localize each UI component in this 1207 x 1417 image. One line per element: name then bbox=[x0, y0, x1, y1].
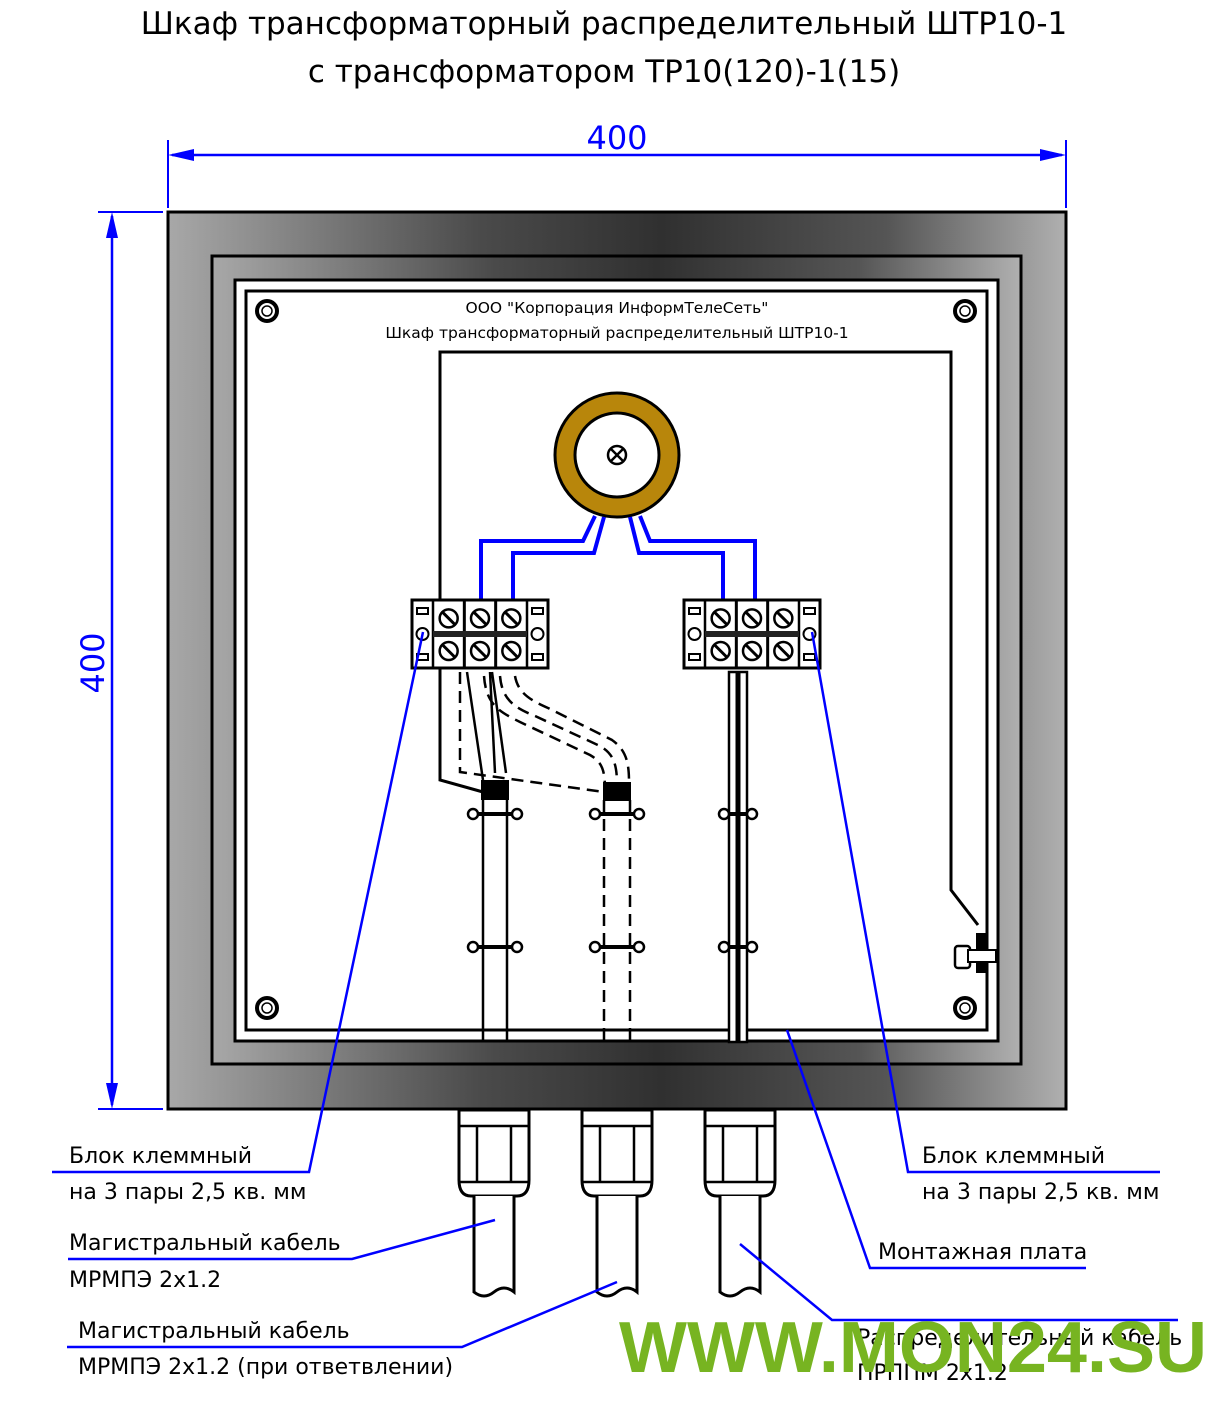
drawing-title-line1: Шкаф трансформаторный распределительный … bbox=[141, 6, 1068, 42]
callout-terminal-block-left-line1: Блок клеммный bbox=[69, 1144, 252, 1169]
terminal-screw-icon bbox=[438, 640, 459, 662]
cable-gland bbox=[580, 1108, 654, 1198]
terminal-screw-icon bbox=[501, 608, 522, 629]
mounting-screw-bottom-right bbox=[953, 996, 977, 1020]
cable-gland bbox=[457, 1108, 531, 1198]
callout-trunk-cable-branch-line1: Магистральный кабель bbox=[78, 1319, 350, 1344]
terminal-screw-icon bbox=[741, 640, 763, 662]
external-cable bbox=[595, 1196, 639, 1298]
trunk-cable-internal bbox=[465, 671, 509, 1040]
arrow-right-icon bbox=[1040, 149, 1066, 161]
terminal-screw-icon bbox=[710, 640, 731, 662]
watermark: WWW.MON24.SU bbox=[619, 1308, 1207, 1388]
terminal-screw-icon bbox=[469, 608, 491, 629]
ground-bolt bbox=[953, 933, 997, 973]
branch-cable-marker bbox=[603, 782, 631, 801]
external-cable bbox=[718, 1196, 762, 1298]
terminal-screw-icon bbox=[501, 640, 522, 662]
callout-trunk-cable-branch-line2: МРМПЭ 2х1.2 (при ответвлении) bbox=[78, 1355, 453, 1380]
callout-terminal-block-left-line2: на 3 пары 2,5 кв. мм bbox=[69, 1180, 306, 1205]
terminal-screw-icon bbox=[773, 640, 794, 662]
cable-gland bbox=[703, 1108, 777, 1198]
terminal-screw-icon bbox=[710, 608, 731, 629]
cable-clamp bbox=[717, 940, 759, 954]
mounting-screw-top-right bbox=[953, 299, 977, 323]
terminal-screw-icon bbox=[438, 608, 459, 629]
external-cable bbox=[472, 1196, 516, 1298]
drawing-title-line2: с трансформатором ТР10(120)-1(15) bbox=[308, 54, 900, 90]
plate-product: Шкаф трансформаторный распределительный … bbox=[385, 324, 848, 342]
cable-clamp bbox=[466, 940, 524, 954]
callout-distribution-cable-line2: ПРППМ 2х1.2 bbox=[857, 1361, 1008, 1386]
mounting-screw-bottom-left bbox=[255, 996, 279, 1020]
width-label: 400 bbox=[586, 119, 647, 157]
callout-distribution-cable-line1: Распределительный кабель bbox=[857, 1326, 1182, 1351]
width-dimension: 400 bbox=[167, 119, 1067, 208]
cable-clamps bbox=[466, 807, 759, 954]
plate-company: ООО "Корпорация ИнформТелеСеть" bbox=[466, 299, 769, 317]
height-label: 400 bbox=[74, 632, 112, 693]
callout-terminal-block-right-line2: на 3 пары 2,5 кв. мм bbox=[922, 1180, 1159, 1205]
distribution-cable-internal bbox=[727, 670, 749, 1044]
branch-cable-internal bbox=[458, 672, 632, 1040]
ground-wire bbox=[438, 350, 980, 926]
callout-leaders bbox=[52, 631, 1178, 1349]
terminal-block-right bbox=[682, 598, 822, 670]
transformer-bolt-icon bbox=[606, 444, 628, 466]
cable-clamp bbox=[588, 940, 646, 954]
callout-trunk-cable-line1: Магистральный кабель bbox=[69, 1231, 341, 1256]
callout-terminal-block-right-line1: Блок клеммный bbox=[922, 1144, 1105, 1169]
terminal-screw-icon bbox=[469, 640, 491, 662]
height-dimension: 400 bbox=[74, 211, 163, 1110]
cable-glands bbox=[457, 1108, 777, 1298]
cable-clamp bbox=[588, 807, 646, 821]
arrow-up-icon bbox=[106, 212, 118, 238]
transformer bbox=[553, 391, 681, 519]
cable-clamp bbox=[717, 807, 759, 821]
terminal-screw-icon bbox=[741, 608, 763, 629]
mounting-screw-top-left bbox=[255, 299, 279, 323]
ground-wire-drain bbox=[438, 668, 484, 794]
cable-clamp bbox=[466, 807, 524, 821]
callout-mounting-plate: Монтажная плата bbox=[878, 1240, 1087, 1265]
arrow-down-icon bbox=[106, 1083, 118, 1109]
terminal-screw-icon bbox=[773, 608, 794, 629]
callout-trunk-cable-line2: МРМПЭ 2х1.2 bbox=[69, 1268, 221, 1293]
arrow-left-icon bbox=[168, 149, 194, 161]
transformer-wires bbox=[479, 515, 757, 600]
cabinet-body bbox=[166, 210, 1068, 1111]
terminal-block-left bbox=[410, 598, 550, 670]
